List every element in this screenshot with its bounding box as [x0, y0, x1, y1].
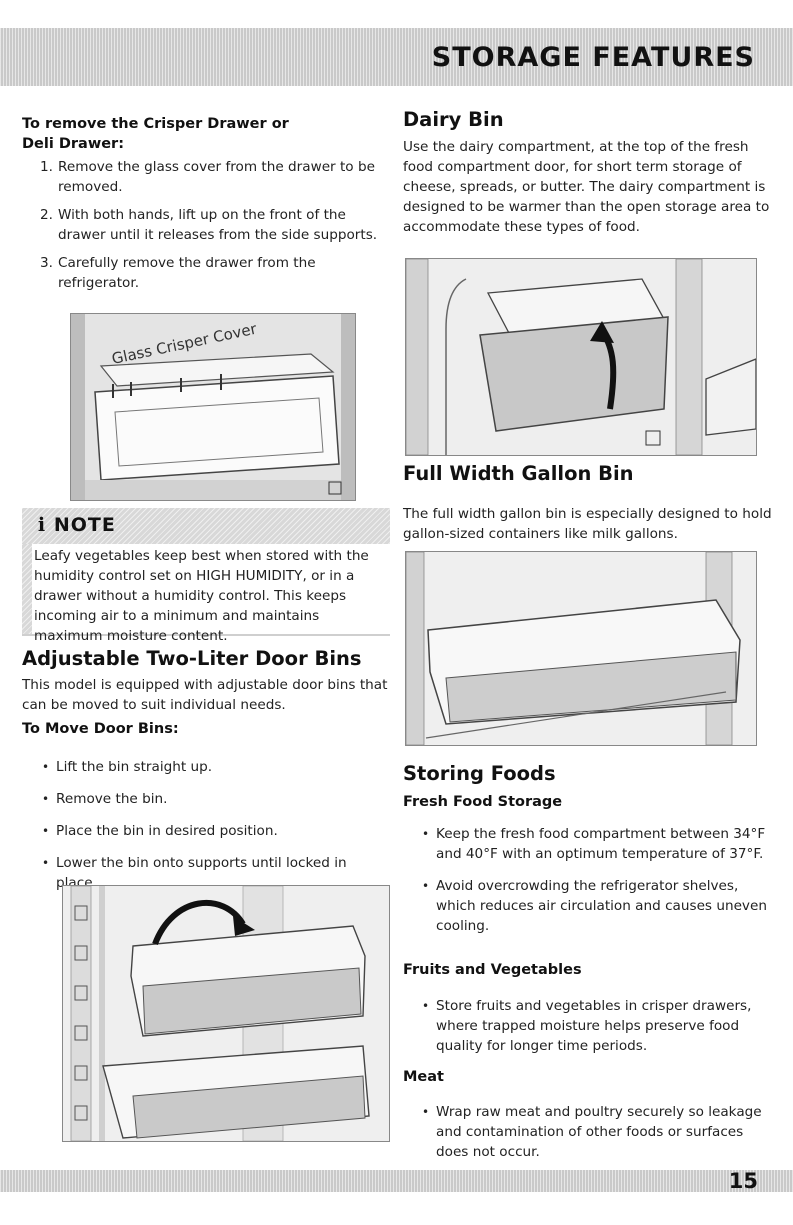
fresh-heading: Fresh Food Storage [403, 794, 563, 810]
footer-band [0, 1170, 793, 1192]
dairy-heading: Dairy Bin [403, 108, 504, 131]
note-title: ℹ NOTE [38, 514, 116, 536]
step-text: With both hands, lift up on the front of… [58, 207, 378, 243]
step-text: Carefully remove the drawer from the ref… [58, 255, 316, 291]
list-item: Avoid overcrowding the refrigerator shel… [414, 876, 774, 936]
door-bins-illustration [62, 885, 390, 1142]
meat-heading: Meat [403, 1069, 444, 1085]
page-title: STORAGE FEATURES [431, 42, 755, 73]
note-box: ℹ NOTE Leafy vegetables keep best when s… [22, 508, 390, 644]
note-text: Leafy vegetables keep best when stored w… [34, 548, 369, 644]
header-band [0, 28, 793, 86]
fruits-list: Store fruits and vegetables in crisper d… [414, 996, 774, 1068]
step-number: 2. [40, 207, 53, 223]
dairy-text: Use the dairy compartment, at the top of… [403, 139, 770, 235]
note-header [22, 508, 390, 544]
fresh-list: Keep the fresh food compartment between … [414, 824, 774, 948]
list-item: Remove the bin. [34, 789, 374, 809]
list-item: Place the bin in desired position. [34, 821, 374, 841]
note-edge [22, 544, 32, 636]
gallon-heading: Full Width Gallon Bin [403, 462, 634, 485]
step-text: Remove the glass cover from the drawer t… [58, 159, 375, 195]
fruits-heading: Fruits and Vegetables [403, 962, 582, 978]
list-item: Keep the fresh food compartment between … [414, 824, 774, 864]
step-number: 1. [40, 159, 53, 175]
crisper-drawer-illustration: Glass Crisper Cover [70, 313, 356, 501]
step-number: 3. [40, 255, 53, 271]
door-bins-drawing [63, 886, 389, 1141]
gallon-bin-illustration [405, 551, 757, 746]
crisper-steps: 1. Remove the glass cover from the drawer… [22, 157, 392, 301]
dairy-bin-drawing [406, 259, 756, 455]
note-edge-bottom [22, 634, 390, 636]
door-bins-text: This model is equipped with adjustable d… [22, 677, 388, 713]
crisper-heading-line2: Deli Drawer: [22, 136, 125, 152]
step-item: 3. Carefully remove the drawer from the r… [22, 253, 392, 293]
crisper-drawer-drawing: Glass Crisper Cover [71, 314, 355, 500]
page-number: 15 [728, 1169, 758, 1193]
step-item: 2. With both hands, lift up on the front … [22, 205, 392, 245]
move-bins-list: Lift the bin straight up. Remove the bin… [34, 757, 374, 905]
gallon-text: The full width gallon bin is especially … [403, 506, 772, 542]
crisper-heading-line1: To remove the Crisper Drawer or [22, 116, 289, 132]
list-item: Store fruits and vegetables in crisper d… [414, 996, 774, 1056]
list-item: Lift the bin straight up. [34, 757, 374, 777]
info-icon: ℹ [38, 514, 47, 536]
meat-list: Wrap raw meat and poultry securely so le… [414, 1102, 774, 1174]
note-title-text: NOTE [53, 514, 116, 536]
gallon-bin-drawing [406, 552, 756, 745]
move-bins-heading: To Move Door Bins: [22, 721, 179, 737]
step-item: 1. Remove the glass cover from the drawer… [22, 157, 392, 197]
dairy-bin-illustration [405, 258, 757, 456]
storing-heading: Storing Foods [403, 762, 556, 785]
list-item: Wrap raw meat and poultry securely so le… [414, 1102, 774, 1162]
door-bins-heading: Adjustable Two-Liter Door Bins [22, 647, 362, 670]
